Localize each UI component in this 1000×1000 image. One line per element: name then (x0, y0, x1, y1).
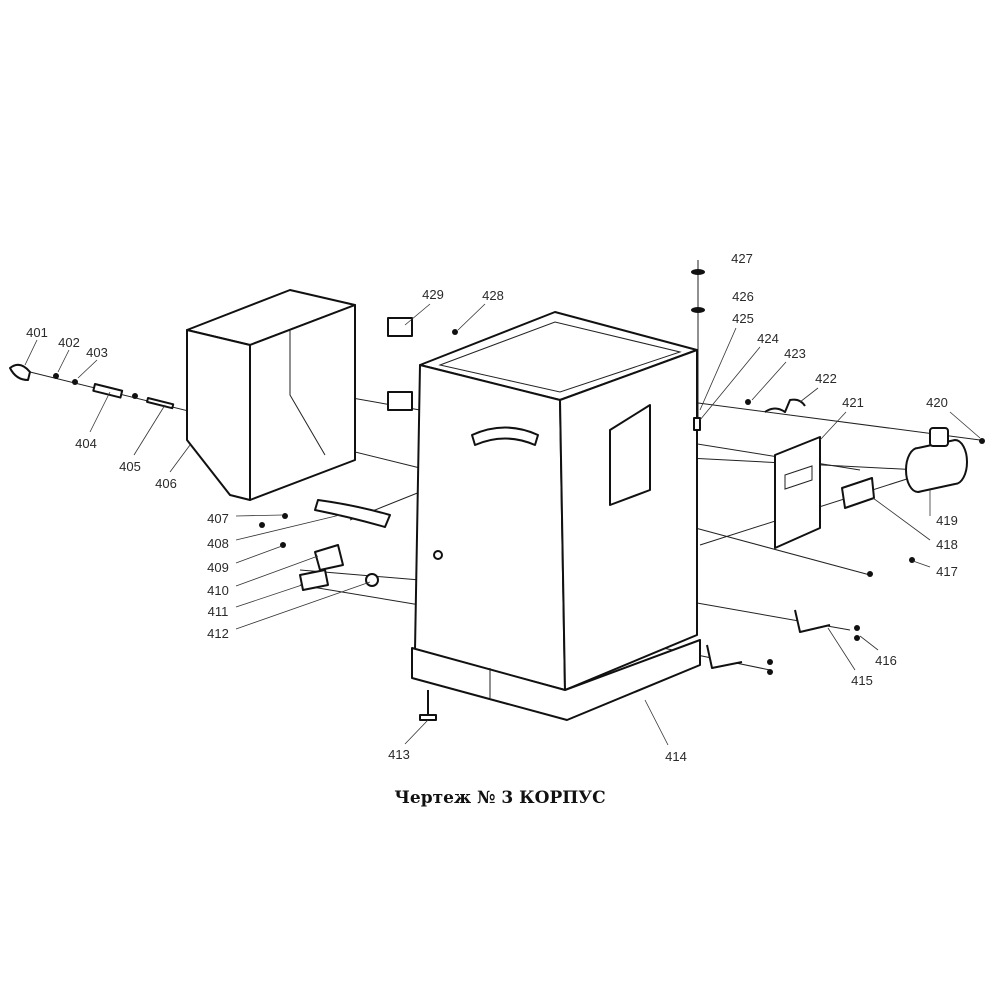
label-419: 419 (936, 513, 958, 528)
label-416: 416 (875, 653, 897, 668)
label-405: 405 (119, 459, 141, 474)
label-406: 406 (155, 476, 177, 491)
label-407: 407 (207, 511, 229, 526)
label-408: 408 (207, 536, 229, 551)
label-420: 420 (926, 395, 948, 410)
label-425: 425 (732, 311, 754, 326)
label-412: 412 (207, 626, 229, 641)
label-415: 415 (851, 673, 873, 688)
leader-lines (24, 303, 981, 746)
label-423: 423 (784, 346, 806, 361)
label-426: 426 (732, 289, 754, 304)
dust-port-420 (905, 427, 985, 493)
label-403: 403 (86, 345, 108, 360)
label-410: 410 (207, 583, 229, 598)
label-429: 429 (422, 287, 444, 302)
left-cover-406 (186, 289, 356, 501)
label-417: 417 (936, 564, 958, 579)
label-424: 424 (757, 331, 779, 346)
label-404: 404 (75, 436, 97, 451)
hinges-429 (387, 317, 458, 411)
part-418 (841, 477, 875, 509)
label-428: 428 (482, 288, 504, 303)
label-401: 401 (26, 325, 48, 340)
label-411: 411 (208, 604, 229, 619)
label-418: 418 (936, 537, 958, 552)
label-409: 409 (207, 560, 229, 575)
foot-413 (419, 690, 437, 721)
label-427: 427 (731, 251, 753, 266)
part-labels: 401 402 403 404 405 406 407 408 409 410 … (26, 251, 958, 764)
label-413: 413 (388, 747, 410, 762)
label-414: 414 (665, 749, 687, 764)
small-parts-left (9, 363, 443, 591)
cabinet-body (411, 311, 701, 721)
small-parts-right (691, 269, 915, 675)
drawing-caption: Чертеж № 3 КОРПУС (394, 788, 606, 808)
label-421: 421 (842, 395, 864, 410)
label-422: 422 (815, 371, 837, 386)
side-panel-421 (774, 436, 821, 549)
label-402: 402 (58, 335, 80, 350)
